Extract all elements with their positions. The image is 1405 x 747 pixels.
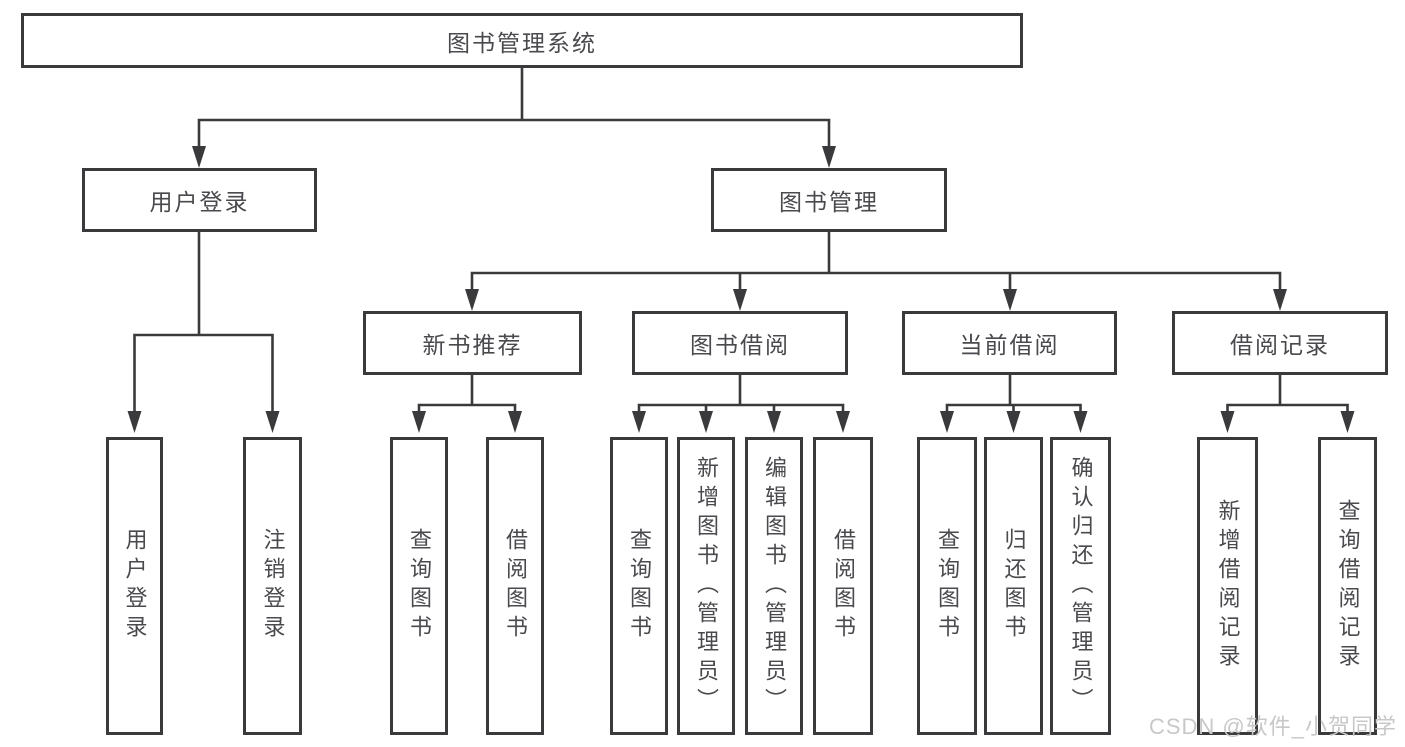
leaf-query-books-current: 查询图书	[917, 437, 977, 735]
connector-new-book-children	[417, 375, 517, 413]
leaf-borrow-books-recommend-label: 借阅图书	[503, 528, 528, 644]
leaf-query-borrow-record: 查询借阅记录	[1318, 437, 1377, 735]
leaf-edit-books-admin: 编辑图书（管理员）	[745, 437, 803, 735]
node-new-book-recommend-label: 新书推荐	[422, 332, 523, 358]
csdn-watermark: CSDN @软件_小贺同学	[1148, 714, 1397, 739]
node-root-label: 图书管理系统	[447, 29, 597, 56]
leaf-query-borrow-record-label: 查询借阅记录	[1335, 499, 1361, 673]
connector-borrow-records-children	[1226, 375, 1349, 413]
connector-root-to-level2	[197, 68, 831, 148]
connector-user-login-children	[133, 232, 274, 413]
node-borrow-records: 借阅记录	[1172, 311, 1388, 375]
node-new-book-recommend: 新书推荐	[363, 311, 582, 375]
leaf-query-books-borrow: 查询图书	[610, 437, 668, 735]
leaf-add-borrow-record: 新增借阅记录	[1197, 437, 1258, 735]
connector-book-management-children	[470, 232, 1282, 291]
leaf-return-books-label: 归还图书	[1001, 528, 1027, 644]
node-root-system: 图书管理系统	[21, 13, 1023, 68]
leaf-query-books-recommend: 查询图书	[390, 437, 448, 735]
node-book-borrow: 图书借阅	[632, 311, 848, 375]
node-borrow-records-label: 借阅记录	[1230, 332, 1330, 358]
node-book-borrow-label: 图书借阅	[690, 332, 790, 358]
leaf-user-login-label: 用户登录	[122, 528, 148, 644]
leaf-borrow-books-recommend: 借阅图书	[486, 437, 544, 735]
leaf-confirm-return-admin-label: 确认归还（管理员）	[1068, 455, 1094, 717]
node-book-management-label: 图书管理	[779, 189, 879, 215]
connector-book-borrow-children	[637, 375, 845, 413]
leaf-borrow-books-label: 借阅图书	[831, 528, 856, 644]
leaf-add-books-admin: 新增图书（管理员）	[677, 437, 735, 735]
leaf-add-borrow-record-label: 新增借阅记录	[1215, 499, 1241, 673]
leaf-query-books-current-label: 查询图书	[935, 528, 960, 644]
leaf-logout-label: 注销登录	[260, 528, 286, 644]
node-current-borrow-label: 当前借阅	[959, 332, 1060, 358]
connector-current-borrow-children	[945, 375, 1082, 413]
node-book-management: 图书管理	[711, 168, 947, 232]
leaf-edit-books-admin-label: 编辑图书（管理员）	[762, 455, 787, 717]
arrowheads	[127, 146, 1355, 433]
leaf-query-books-borrow-label: 查询图书	[627, 528, 652, 644]
leaf-query-books-recommend-label: 查询图书	[407, 528, 432, 644]
leaf-user-login: 用户登录	[106, 437, 163, 735]
leaf-confirm-return-admin: 确认归还（管理员）	[1050, 437, 1111, 735]
node-user-login: 用户登录	[82, 168, 317, 232]
leaf-return-books: 归还图书	[984, 437, 1043, 735]
leaf-borrow-books: 借阅图书	[813, 437, 873, 735]
node-current-borrow: 当前借阅	[902, 311, 1117, 375]
leaf-add-books-admin-label: 新增图书（管理员）	[694, 455, 719, 717]
leaf-logout: 注销登录	[243, 437, 302, 735]
node-user-login-label: 用户登录	[149, 189, 250, 215]
